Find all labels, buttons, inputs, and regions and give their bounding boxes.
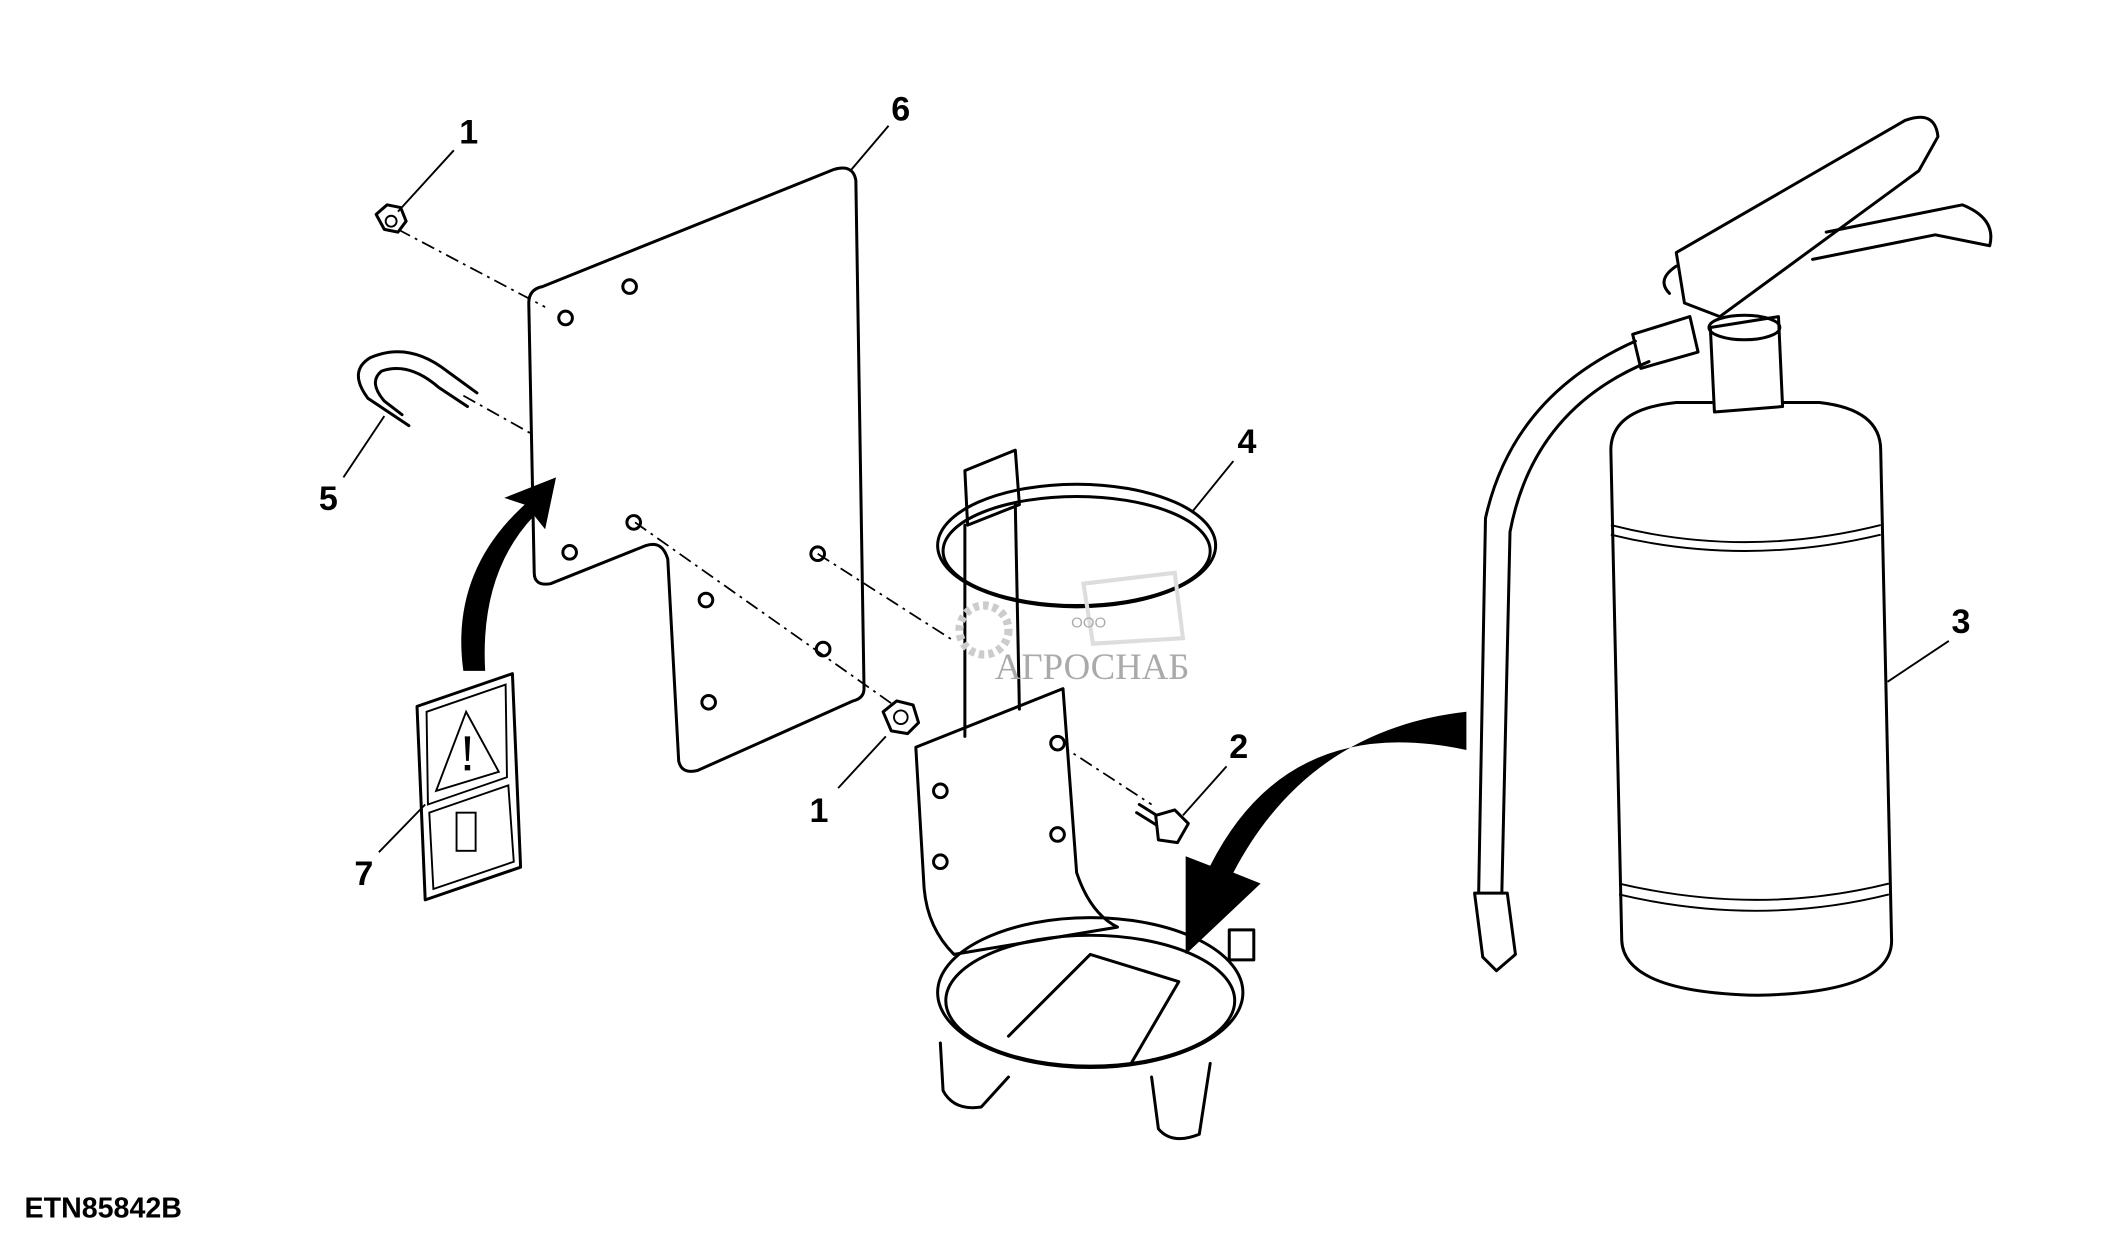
callout-6: 6 <box>891 90 910 128</box>
watermark-name: АГРОСНАБ <box>995 646 1190 687</box>
safety-decal <box>415 672 523 902</box>
callout-1-bottom: 1 <box>810 792 829 830</box>
arrow-decal-to-plate <box>461 477 557 671</box>
arrow-extinguisher-to-bracket <box>1185 711 1467 955</box>
callout-2: 2 <box>1229 728 1248 766</box>
watermark-logo: ООО АГРОСНАБ <box>955 570 1190 687</box>
figure-code: ETN85842B <box>25 1192 182 1224</box>
leader-lines <box>342 125 1950 853</box>
bolt <box>1135 802 1190 845</box>
fire-extinguisher <box>1473 115 1993 997</box>
nut-bottom <box>881 699 921 736</box>
callout-4: 4 <box>1237 423 1256 461</box>
mounting-plate <box>527 166 866 773</box>
callout-7: 7 <box>354 855 373 893</box>
u-bolt <box>356 350 479 428</box>
callout-5: 5 <box>319 480 338 518</box>
extinguisher-bracket <box>914 448 1256 1141</box>
exclamation-icon <box>464 736 471 771</box>
callout-1-top: 1 <box>459 114 478 152</box>
callout-3: 3 <box>1952 603 1971 641</box>
watermark-prefix: ООО <box>1071 614 1106 631</box>
